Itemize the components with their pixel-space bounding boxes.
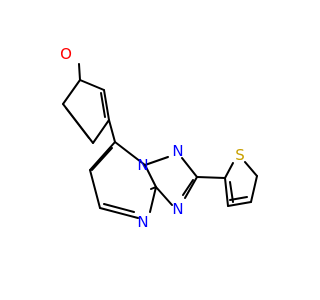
bond	[144, 156, 169, 166]
bond	[114, 141, 146, 166]
bond	[250, 175, 258, 203]
atom-o-furan: O	[60, 45, 72, 63]
bond	[65, 107, 90, 139]
molecule-diagram: O N N N N S	[60, 45, 258, 231]
bond	[99, 207, 139, 219]
atom-n-triazole-top: N	[172, 142, 183, 160]
bond	[89, 141, 116, 171]
bond	[196, 176, 226, 179]
bond	[229, 181, 234, 203]
bonds	[62, 63, 258, 219]
bond	[227, 201, 252, 207]
bond	[149, 186, 157, 213]
bond	[91, 147, 113, 171]
bond	[224, 162, 234, 179]
bond	[103, 89, 110, 121]
bond	[181, 157, 198, 178]
bond	[100, 92, 106, 118]
bond	[79, 79, 105, 91]
bond	[62, 79, 81, 105]
bond	[78, 63, 81, 81]
bond	[150, 186, 157, 190]
atom-n-pyrimidine: N	[137, 213, 148, 231]
bond	[89, 169, 101, 209]
atom-n-triazole-bottom: N	[172, 200, 183, 218]
bond	[108, 119, 116, 143]
bond	[144, 164, 157, 188]
bond	[224, 177, 229, 207]
bond	[182, 179, 194, 196]
atom-n-bridge: N	[137, 156, 148, 174]
atom-s-thiophene: S	[235, 146, 245, 164]
structure-svg: O N N N N S	[60, 45, 258, 231]
bond	[244, 161, 258, 177]
atom-labels: O N N N N S	[60, 45, 245, 231]
bond	[155, 186, 173, 206]
bond	[92, 119, 110, 144]
bond	[184, 176, 198, 199]
bond	[103, 203, 135, 213]
